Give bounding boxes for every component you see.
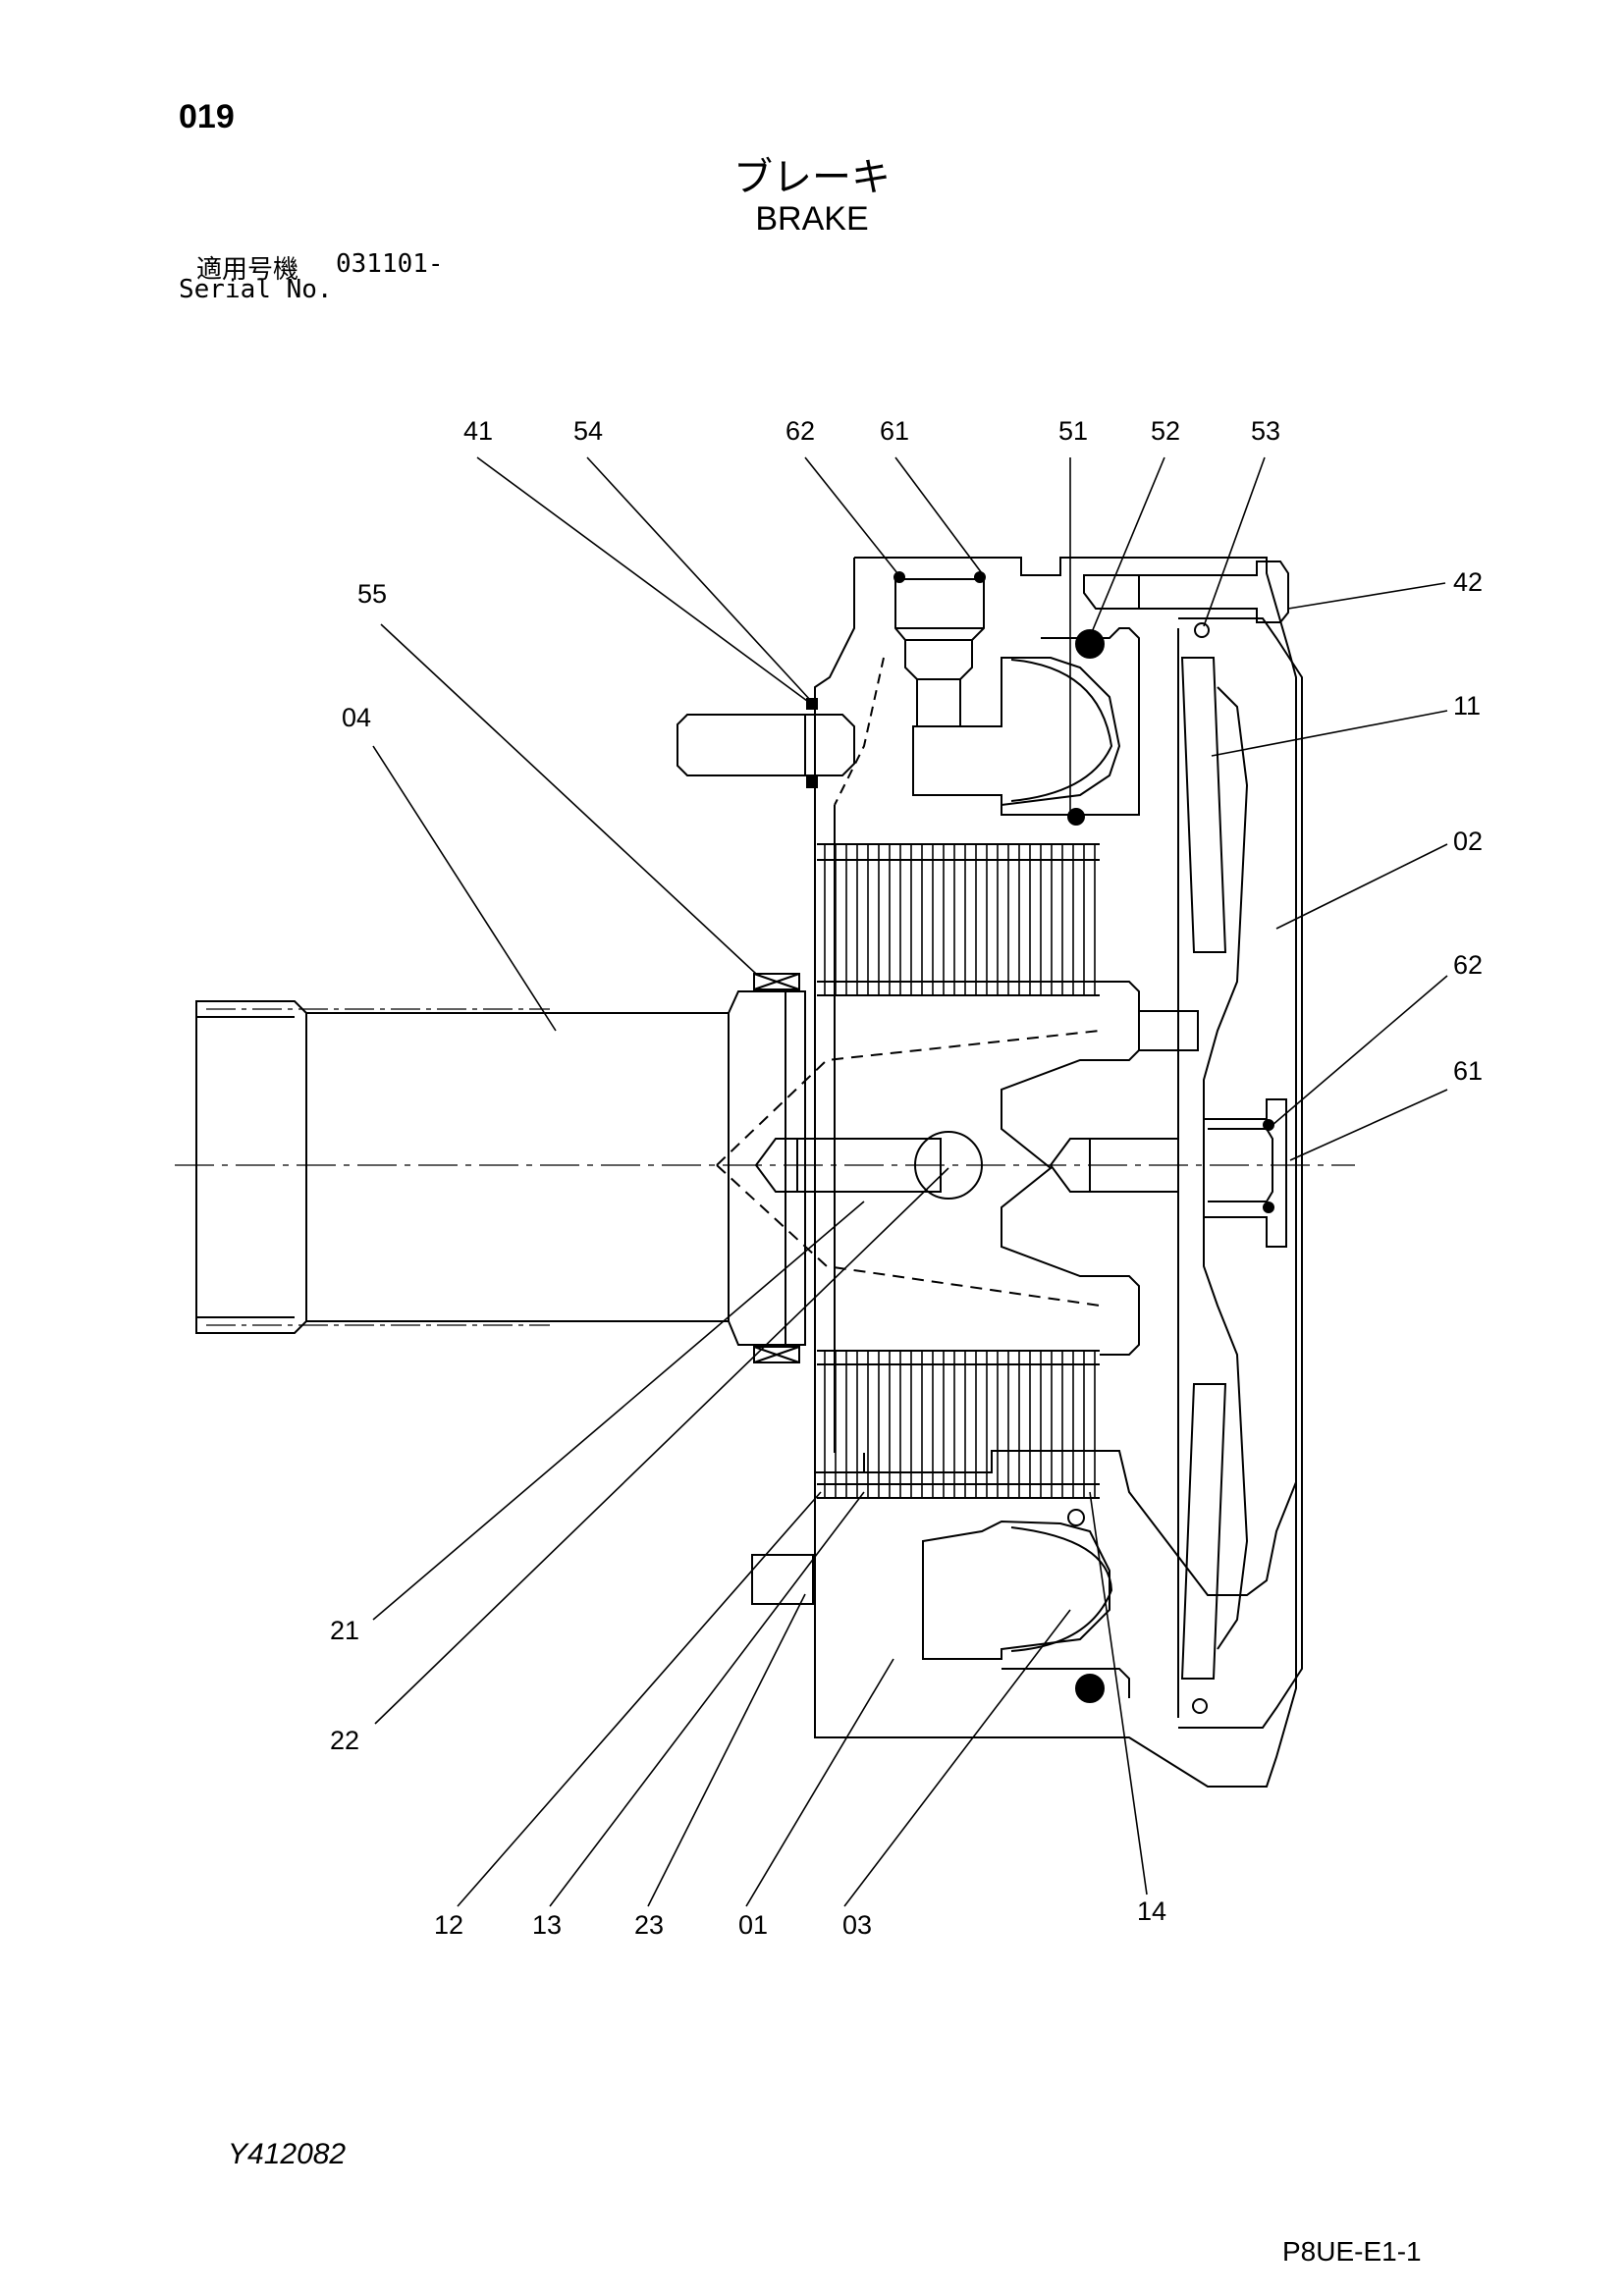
bolt-part-42 [1083, 561, 1289, 623]
callout-14: 14 [1137, 1896, 1166, 1926]
drawing-id: Y412082 [228, 2138, 347, 2170]
title-japanese: ブレーキ [733, 155, 891, 200]
page-number: 019 [179, 98, 235, 135]
hub-hidden-line [716, 1030, 1101, 1166]
cover-part-02 [1177, 617, 1303, 1729]
pin-part-23 [751, 1554, 814, 1605]
callout-04: 04 [342, 703, 371, 732]
callout-61-top: 61 [880, 416, 909, 446]
leader-lines [372, 456, 1448, 1907]
hub-hidden-line-lower [716, 1164, 1101, 1307]
plate-strokes-lower [824, 1351, 1096, 1498]
piston-part-03-upper [912, 627, 1140, 816]
plug-part-61-right [1208, 1119, 1274, 1213]
callout-01: 01 [738, 1910, 768, 1940]
oring-53 [1194, 622, 1210, 638]
serial-label-english: Serial No. [179, 275, 333, 304]
title-english: BRAKE [755, 200, 869, 238]
oring-lower-cover [1192, 1698, 1208, 1714]
shaft-part-04 [195, 973, 806, 1363]
oring-52-lower [1075, 1674, 1105, 1703]
friction-plates-upper [817, 843, 1100, 996]
friction-plates-lower [817, 1350, 1100, 1499]
sheet-id: P8UE-E1-1 [1282, 2236, 1422, 2267]
hub-part-21 [754, 981, 1199, 1356]
oring-lower-small [1067, 1509, 1085, 1526]
callout-52: 52 [1151, 416, 1180, 446]
callout-51: 51 [1058, 416, 1088, 446]
callout-21: 21 [330, 1616, 359, 1645]
callout-12: 12 [434, 1910, 463, 1940]
oring-52-upper [1075, 629, 1105, 659]
oring-51 [1067, 808, 1085, 826]
callout-62-top: 62 [785, 416, 815, 446]
bolt-part-41 [677, 698, 855, 788]
piston-part-03-lower [922, 1520, 1130, 1698]
plate-strokes-upper [824, 844, 1096, 995]
callout-55: 55 [357, 579, 387, 609]
housing-part-01 [814, 557, 1297, 1788]
callout-62-right: 62 [1453, 950, 1483, 980]
serial-value: 031101- [336, 249, 444, 279]
serial-label-japanese: 適用号機 [196, 255, 299, 285]
spring-plate-part-11 [1180, 657, 1227, 1680]
callout-11: 11 [1453, 691, 1481, 721]
callout-54: 54 [573, 416, 603, 446]
callout-23: 23 [634, 1910, 664, 1940]
callout-53: 53 [1251, 416, 1280, 446]
callout-13: 13 [532, 1910, 562, 1940]
callout-03: 03 [842, 1910, 872, 1940]
callout-41: 41 [463, 416, 493, 446]
callout-42: 42 [1453, 567, 1483, 597]
callout-labels: 41 54 62 61 51 52 53 42 55 04 11 02 62 6… [330, 416, 1483, 1940]
callout-22: 22 [330, 1726, 359, 1755]
callout-61-right: 61 [1453, 1056, 1483, 1086]
plug-part-61 [893, 571, 986, 727]
callout-02: 02 [1453, 827, 1483, 856]
